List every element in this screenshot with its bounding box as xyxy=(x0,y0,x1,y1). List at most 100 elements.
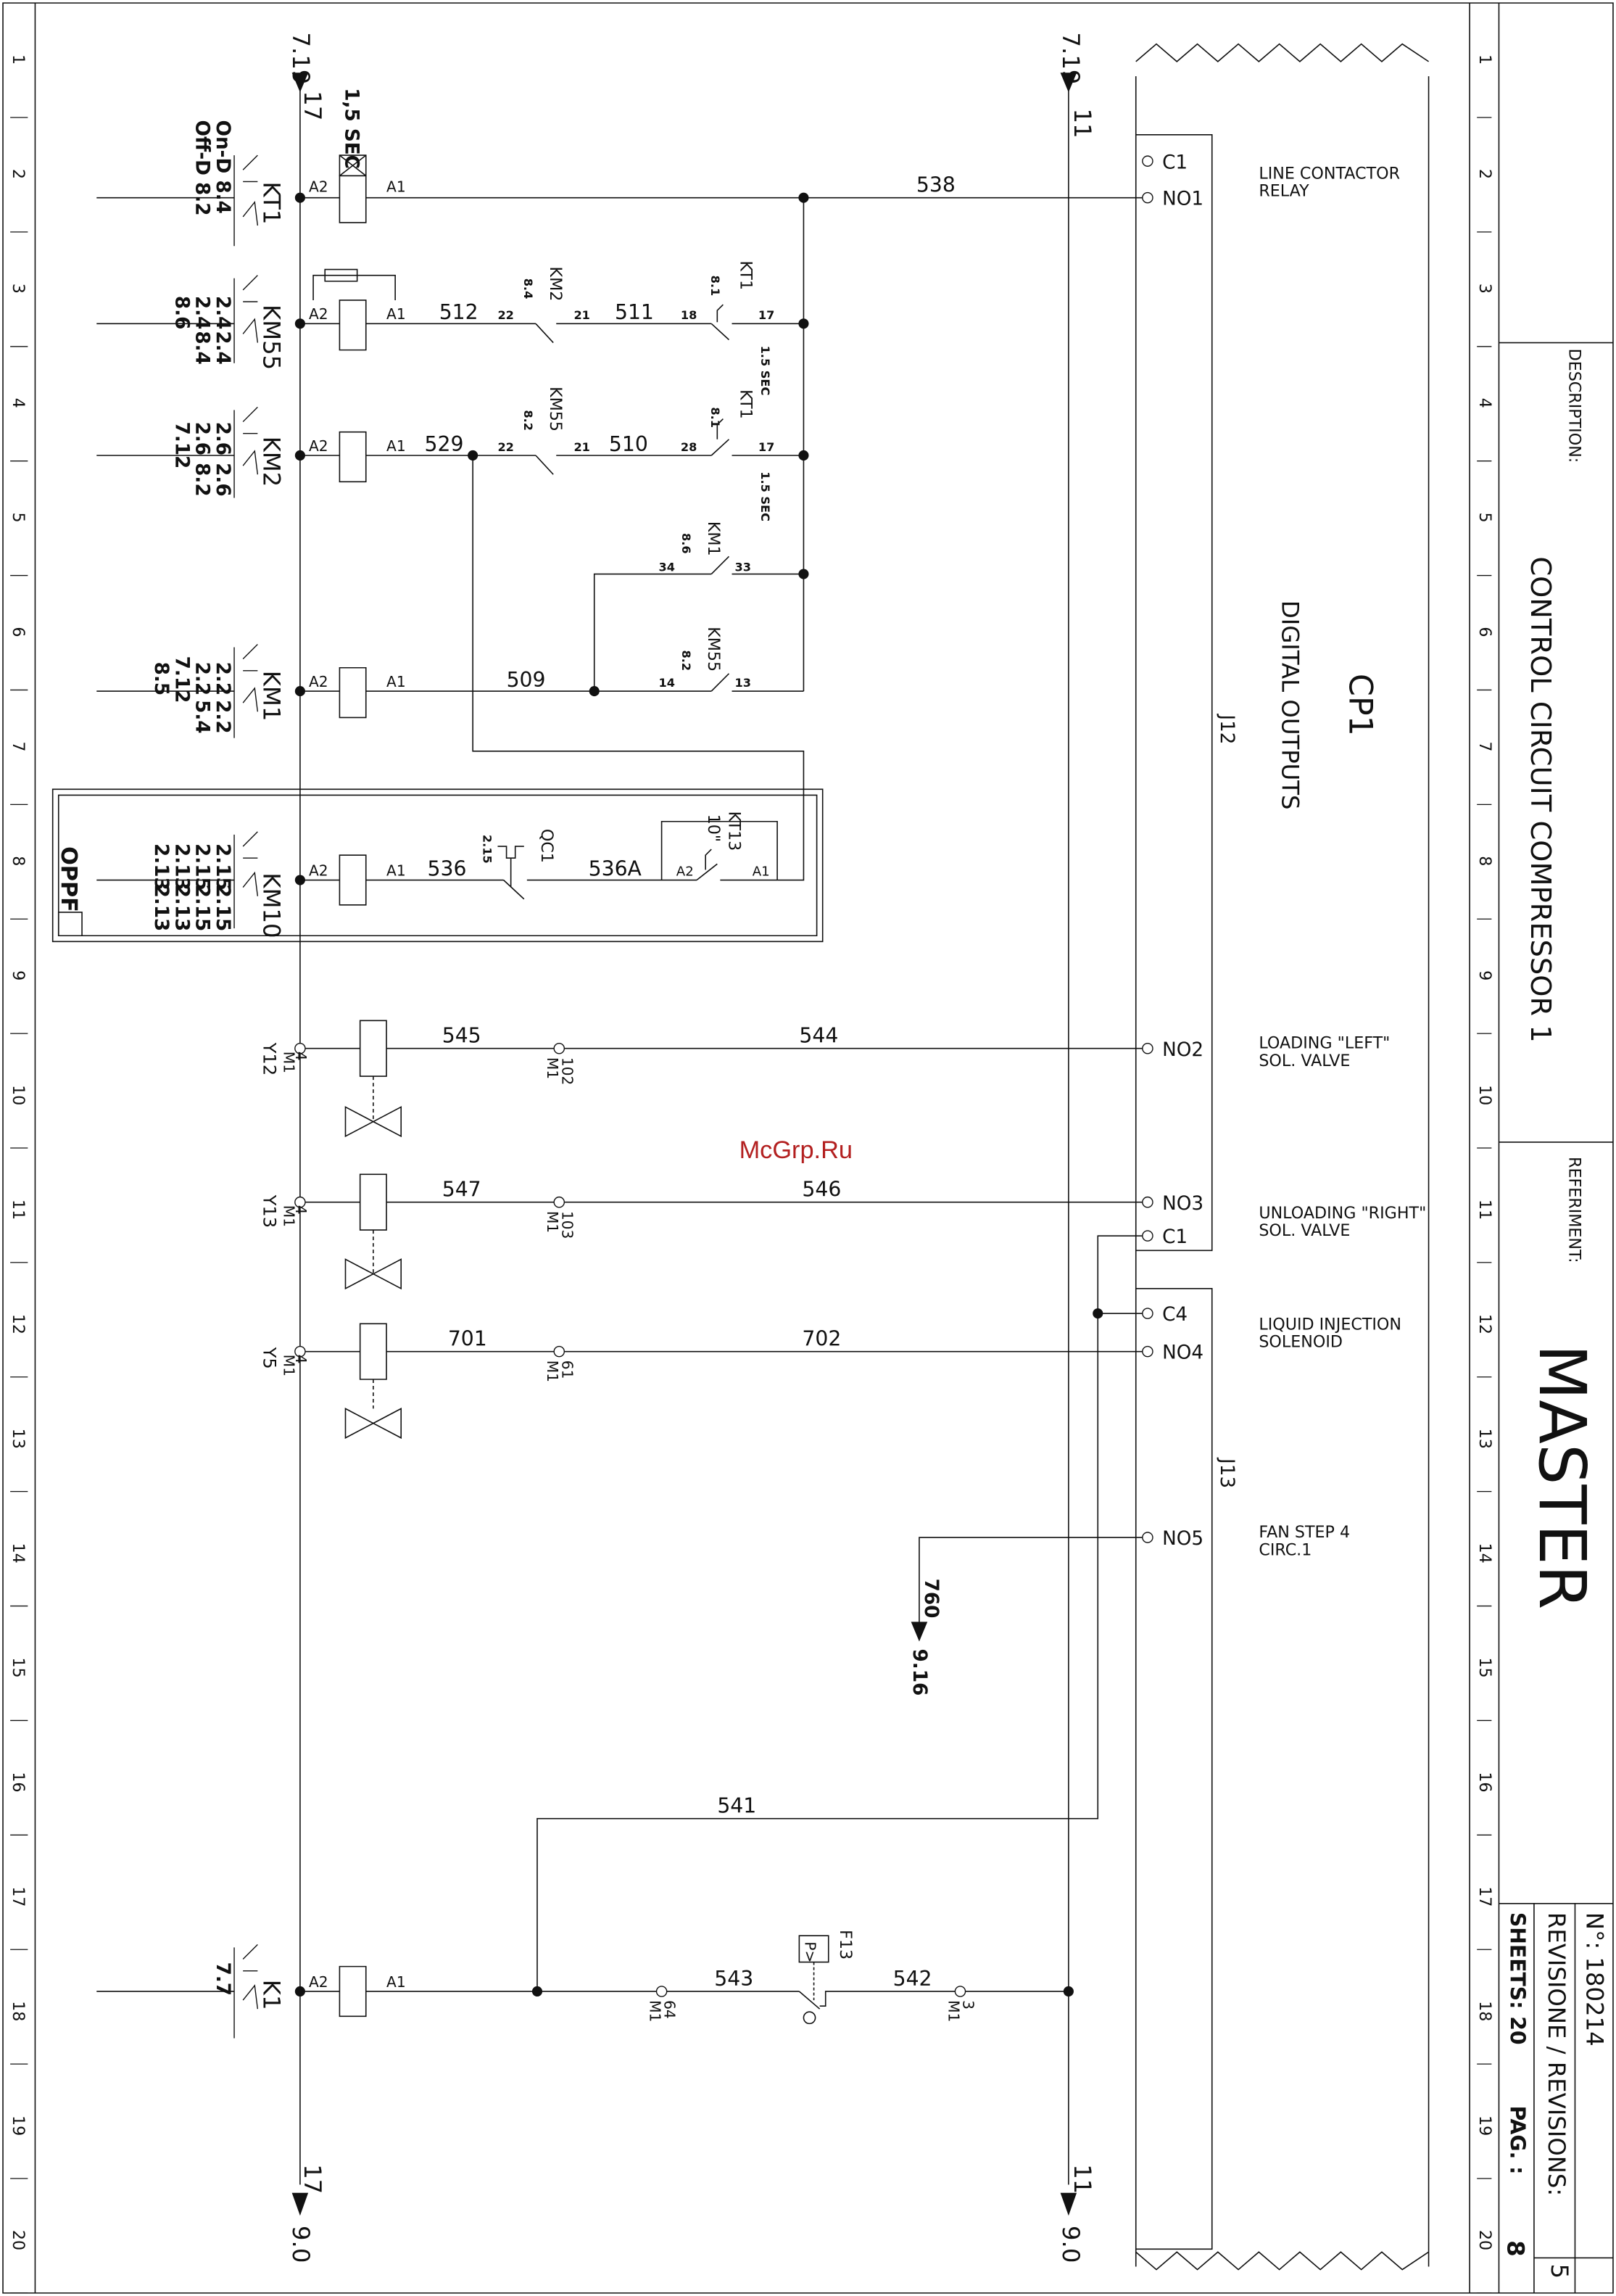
tb-reference-label: REFERIMENT: xyxy=(1565,1157,1583,1263)
wire-702: 702 xyxy=(802,1327,841,1351)
wire-536a: 536A xyxy=(589,856,642,880)
kt13-a2: A2 xyxy=(676,864,694,879)
grid-row-label: 18 xyxy=(1475,2001,1494,2021)
km2-ref-a2: 2.6 xyxy=(191,422,213,455)
km1-a1: A1 xyxy=(386,673,406,690)
cp1-board xyxy=(1136,44,1429,2270)
desc-fan-2: CIRC.1 xyxy=(1259,1540,1312,1559)
km55b-contact-ref: 8.2 xyxy=(679,651,693,672)
km55-ref-a3: 8.6 xyxy=(170,296,192,329)
km1-ref-b1: 2.2 xyxy=(212,700,233,733)
km55-coil xyxy=(339,300,365,350)
km1-contact-label: KM1 xyxy=(704,521,723,556)
left-bottom-ref: 9.0 xyxy=(287,2226,315,2263)
kt1b-contact-label: KT1 xyxy=(737,389,755,419)
grid-row-label: 13 xyxy=(1475,1429,1494,1449)
tb-reference: MASTER xyxy=(1525,1345,1599,1610)
km2-contact-ref: 8.4 xyxy=(521,278,535,300)
wire-543: 543 xyxy=(714,1967,753,1991)
y5-m1: M1 xyxy=(281,1355,298,1376)
km55-coil-label: KM55 xyxy=(257,305,285,370)
cp1-pin-c1-bottom: C1 xyxy=(1162,1226,1188,1248)
grid-row-label: 5 xyxy=(1475,513,1494,523)
grid-row-label: 10 xyxy=(1475,1085,1494,1105)
cp1-pin-no3: NO3 xyxy=(1162,1193,1203,1215)
grid-row-label: 2 xyxy=(1475,169,1494,179)
y12-m1: M1 xyxy=(281,1052,298,1073)
grid-row-label: 11 xyxy=(1475,1199,1494,1220)
k1-coil-label: K1 xyxy=(257,1980,285,2010)
km55b-term-14: 14 xyxy=(659,676,675,690)
right-bottom-ref: 9.0 xyxy=(1057,2226,1085,2263)
km55b-term-13: 13 xyxy=(735,676,751,690)
grid-row-label: 2 xyxy=(9,169,28,179)
right-wire-top: 11 xyxy=(1069,108,1096,138)
f13-symbol: P> xyxy=(801,1941,819,1962)
desc-line-contactor-1: LINE CONTACTOR xyxy=(1259,164,1400,183)
km55-term-22: 22 xyxy=(497,440,513,454)
k1-term-64-m1: M1 xyxy=(646,2000,663,2022)
k1-term-3: 3 xyxy=(960,2000,977,2010)
km2-term-21: 21 xyxy=(573,308,589,322)
km2-a1: A1 xyxy=(386,437,406,455)
wire-701: 701 xyxy=(448,1327,487,1351)
y5-term-m1: M1 xyxy=(544,1360,561,1382)
grid-row-label: 15 xyxy=(9,1657,28,1677)
grid-row-label: 20 xyxy=(1475,2230,1494,2250)
kt1-contact-on: On-D 8.4 xyxy=(212,120,233,214)
km55b-contact-label: KM55 xyxy=(704,627,723,672)
grid-row-label: 8 xyxy=(9,856,28,866)
tb-revision-label: REVISIONE / REVISIONS: xyxy=(1543,1912,1570,2196)
kt1-a1: A1 xyxy=(386,178,406,196)
km10-ref-b2: 2.15 xyxy=(191,885,213,932)
km10-coil-label: KM10 xyxy=(257,872,285,938)
kt1b-contact-ref: 8.1 xyxy=(708,407,722,428)
left-wire-top: 17 xyxy=(299,91,326,120)
km1-no-contact xyxy=(711,556,729,574)
left-wire-bottom: 17 xyxy=(299,2164,326,2194)
y12-solenoid xyxy=(360,1020,386,1076)
k1-ref-a1: 7.7 xyxy=(212,1962,233,1996)
km10-ref-b1: 2.15 xyxy=(212,885,233,932)
km10-ref-a4: 2.13 xyxy=(150,843,172,891)
desc-fan-1: FAN STEP 4 xyxy=(1259,1523,1350,1542)
grid-row-label: 14 xyxy=(1475,1543,1494,1564)
k1-a2: A2 xyxy=(309,1973,328,1991)
kt1b-term-17: 17 xyxy=(758,440,774,454)
grid-row-label: 18 xyxy=(9,2001,28,2021)
y13-label: Y13 xyxy=(259,1194,279,1228)
km1-term-33: 33 xyxy=(735,561,751,574)
km55-a2: A2 xyxy=(309,305,328,323)
kt1a-term-17: 17 xyxy=(758,308,774,322)
oppf-label: OPPF xyxy=(56,846,81,912)
km1-ref-a4: 8.5 xyxy=(150,662,172,695)
y5-label: Y5 xyxy=(259,1347,279,1369)
kt1a-contact-label: KT1 xyxy=(737,260,755,290)
kt13-label: KT13 xyxy=(724,812,743,851)
cp1-pin-c1-top: C1 xyxy=(1162,152,1188,173)
f13-pressure-switch xyxy=(799,1991,819,2009)
wire-509: 509 xyxy=(507,668,546,692)
right-wire-bottom: 11 xyxy=(1069,2164,1096,2194)
wire-547: 547 xyxy=(442,1178,481,1202)
f13-pressure-icon xyxy=(799,1936,828,1962)
cp1-pin-no1: NO1 xyxy=(1162,189,1203,210)
wire-510: 510 xyxy=(609,432,648,456)
kt1a-term-18: 18 xyxy=(681,308,697,322)
cp1-title: CP1 xyxy=(1342,674,1379,736)
km1-contact-ref: 8.6 xyxy=(679,533,693,554)
km10-ref-a2: 2.15 xyxy=(191,843,213,891)
wire-536: 536 xyxy=(428,856,467,880)
grid-row-label: 15 xyxy=(1475,1657,1494,1677)
grid-row-label: 6 xyxy=(1475,627,1494,637)
km2-nc-contact xyxy=(536,323,553,342)
tb-page-value: 8 xyxy=(1502,2240,1530,2256)
km10-ref-a1: 2.15 xyxy=(212,843,233,891)
kt1b-term-28: 28 xyxy=(681,440,697,454)
desc-line-contactor-2: RELAY xyxy=(1259,182,1309,201)
km55-contact-ref: 8.2 xyxy=(521,410,535,431)
grid-row-label: 7 xyxy=(1475,741,1494,751)
grid-row-label: 8 xyxy=(1475,856,1494,866)
ref-9-16: 9.16 xyxy=(908,1649,930,1696)
